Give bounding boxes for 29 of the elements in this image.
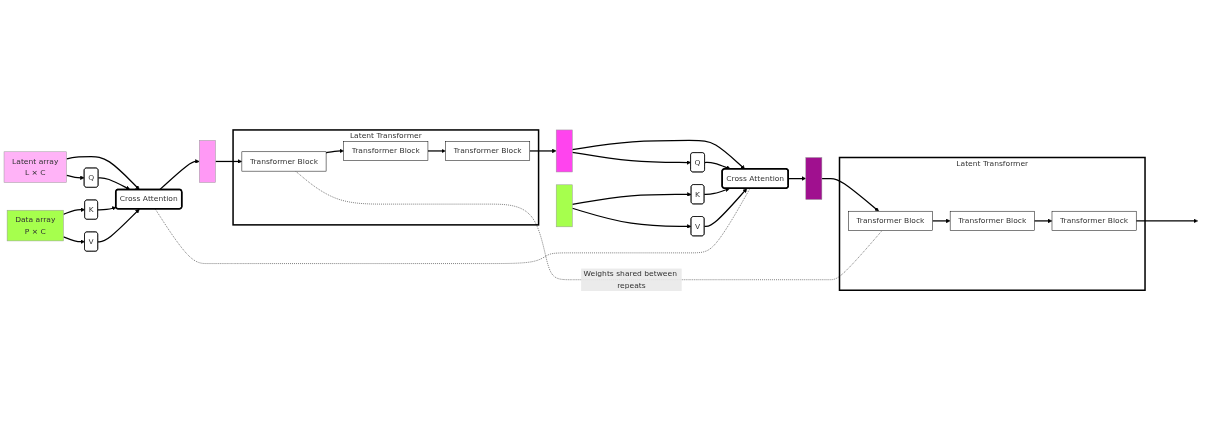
connector [295, 170, 883, 280]
arrow [97, 208, 140, 243]
arrow [529, 148, 557, 154]
arrow [214, 159, 243, 164]
arrow [427, 148, 446, 154]
arrow [65, 156, 140, 190]
arrow [571, 192, 692, 206]
arrow [159, 159, 200, 191]
arrow [62, 207, 86, 215]
arrow [931, 218, 951, 224]
connector [155, 188, 751, 264]
arrow [1135, 218, 1199, 224]
arrow [65, 174, 85, 180]
arrow [703, 187, 730, 196]
arrow [821, 177, 879, 212]
arrow [62, 236, 85, 244]
node-bar [805, 157, 823, 200]
node-bar [555, 184, 573, 228]
arrow [571, 139, 745, 170]
node-bar [199, 140, 216, 183]
arrow [97, 206, 117, 211]
arrow [571, 207, 692, 229]
arrow [325, 148, 344, 154]
arrow [704, 161, 731, 170]
arrow [97, 177, 131, 190]
arrow [1033, 218, 1053, 224]
node-bar [555, 129, 573, 173]
arrow [703, 188, 748, 228]
arrow [571, 151, 691, 165]
